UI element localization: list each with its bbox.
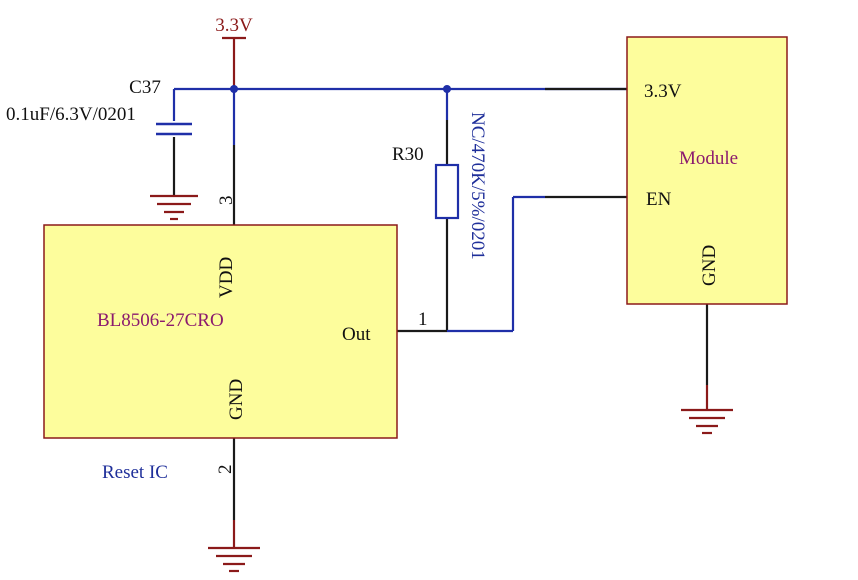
module-pin-gnd: GND (699, 245, 720, 286)
resistor-r30: R30 NC/470K/5%/0201 (392, 112, 488, 260)
reset-ic-caption: Reset IC (102, 462, 168, 483)
reset-ic-name: BL8506-27CRO (97, 310, 224, 331)
resistor-ref: R30 (392, 144, 424, 165)
ground-symbol-reset-ic (208, 546, 260, 573)
module-pin-en: EN (646, 189, 672, 210)
power-label: 3.3V (215, 15, 253, 36)
reset-ic-body (43, 224, 398, 439)
module-name: Module (679, 148, 738, 169)
ground-symbol-module (681, 408, 733, 435)
junction-dot-vdd (230, 85, 238, 93)
reset-ic-pin-vdd: VDD (216, 257, 237, 298)
reset-ic-pin-gnd: GND (226, 379, 247, 420)
ground-symbol-capacitor (150, 194, 198, 221)
capacitor-c37: C37 0.1uF/6.3V/0201 (6, 77, 192, 136)
reset-ic-pin-out-number: 1 (418, 309, 428, 330)
junction-dot-r30 (443, 85, 451, 93)
reset-ic: BL8506-27CRO VDD 3 GND 2 Out 1 Reset IC (43, 196, 428, 483)
resistor-body (434, 163, 460, 220)
reset-ic-pin-vdd-number: 3 (216, 196, 237, 206)
module: 3.3V Module EN GND (626, 36, 788, 305)
reset-ic-pin-out: Out (342, 324, 371, 345)
module-pin-power: 3.3V (644, 81, 682, 102)
capacitor-value: 0.1uF/6.3V/0201 (6, 104, 136, 125)
reset-ic-pin-gnd-number: 2 (215, 465, 236, 475)
resistor-value: NC/470K/5%/0201 (467, 112, 488, 260)
wires (172, 38, 709, 548)
power-symbol: 3.3V (215, 15, 253, 40)
module-body (626, 36, 788, 305)
capacitor-ref: C37 (129, 77, 161, 98)
